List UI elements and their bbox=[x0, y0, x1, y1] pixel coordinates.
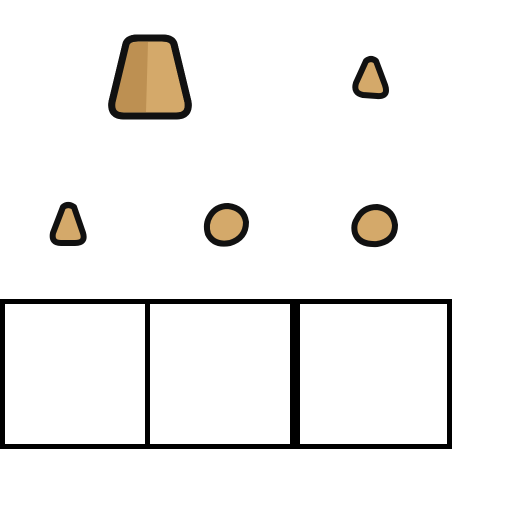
blob-middle-piece[interactable] bbox=[200, 200, 252, 250]
small-bell-right-piece[interactable] bbox=[349, 55, 393, 103]
drop-slot-1[interactable] bbox=[0, 299, 150, 449]
blob-right-piece[interactable] bbox=[349, 201, 401, 251]
small-bell-left-piece[interactable] bbox=[47, 201, 91, 249]
drop-slot-2[interactable] bbox=[145, 299, 295, 449]
drop-slot-3[interactable] bbox=[295, 299, 452, 449]
large-bell-piece[interactable] bbox=[104, 34, 196, 124]
